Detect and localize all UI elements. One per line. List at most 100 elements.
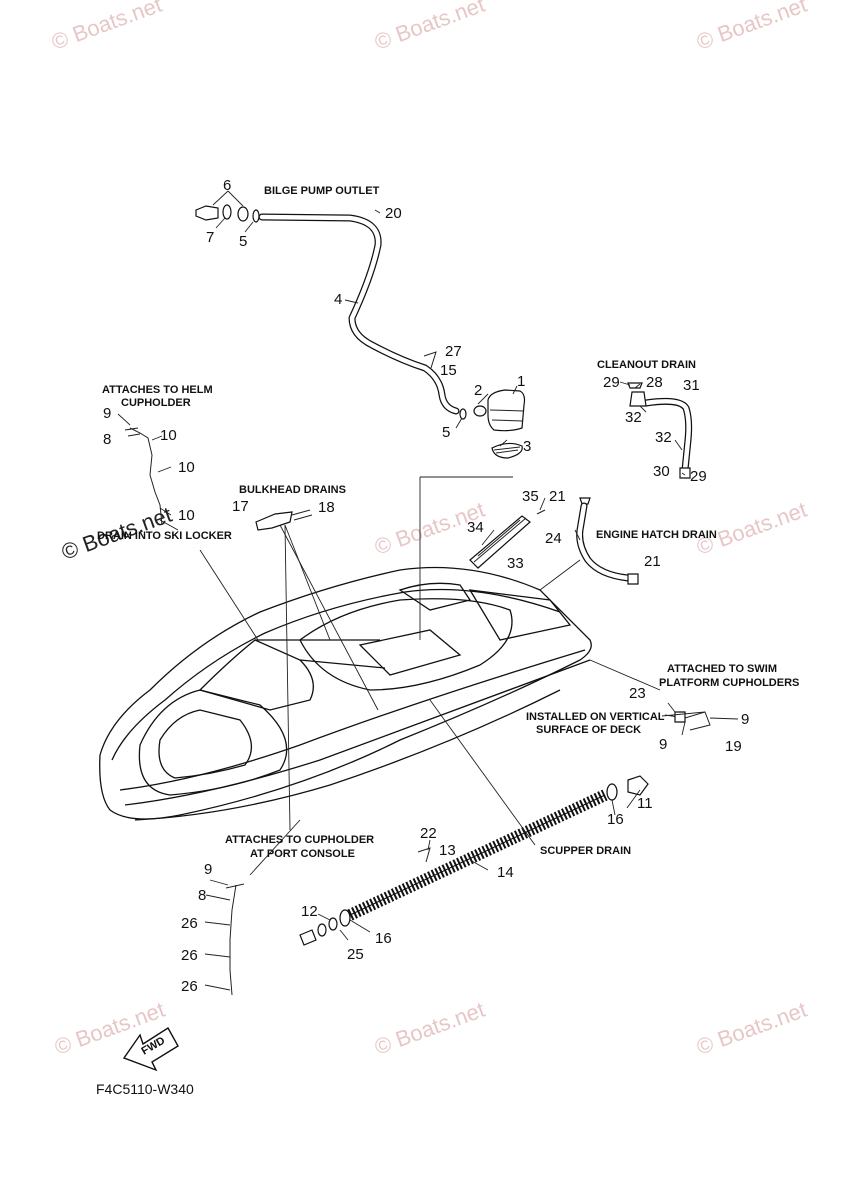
- cleanout-bottom-fitting: [679, 467, 691, 479]
- bulkhead-drain-fitting: [255, 511, 293, 531]
- callout-number: 32: [625, 409, 642, 426]
- cleanout-drain-assembly: [627, 382, 693, 479]
- pump-outlet-nozzle: [473, 405, 487, 417]
- callout-number: 9: [659, 736, 667, 753]
- callout-number: 30: [653, 463, 670, 480]
- scupper-hose-core: [349, 794, 606, 916]
- bilge-outlet-hose: [258, 213, 460, 415]
- scupper-fitting-aft: [627, 775, 649, 796]
- callout-number: 31: [683, 377, 700, 394]
- cleanout-hose-inner: [643, 399, 691, 473]
- helm-cupholder-drain: [124, 427, 163, 526]
- label-cleanout-drain: CLEANOUT DRAIN: [597, 359, 696, 371]
- pump-hose-clamp: [459, 408, 467, 420]
- callout-number: 15: [440, 362, 457, 379]
- callout-number: 16: [607, 811, 624, 828]
- bilge-pump-outlet-assembly: [195, 204, 526, 459]
- cleanout-cap: [627, 382, 643, 389]
- callout-number: 10: [160, 427, 177, 444]
- label-drain-ski-locker: DRAIN INTO SKI LOCKER: [97, 530, 232, 542]
- callout-number: 20: [385, 205, 402, 222]
- hull-keel-line: [134, 689, 561, 821]
- watermark: © Boats.net: [693, 0, 810, 55]
- outlet-gasket: [222, 204, 232, 220]
- bow-seating: [158, 709, 252, 779]
- callout-number: 26: [181, 947, 198, 964]
- scupper-clamp-fwd: [339, 909, 351, 927]
- leader-lines: [117, 190, 739, 991]
- gunwale-line: [111, 588, 561, 761]
- cupholder-fitting: [124, 427, 141, 437]
- callout-number: 5: [239, 233, 247, 250]
- callout-number: 13: [439, 842, 456, 859]
- bilge-outlet-hose-inner: [259, 214, 459, 414]
- bulkhead-drains-assembly: [255, 509, 313, 531]
- hatch-screw: [536, 509, 546, 515]
- label-port-console-2: AT PORT CONSOLE: [250, 848, 355, 860]
- callout-number: 35: [522, 488, 539, 505]
- callout-number: 1: [517, 373, 525, 390]
- label-swim-1: ATTACHED TO SWIM: [667, 663, 777, 675]
- swim-cupholder-fitting: [674, 711, 686, 723]
- text-labels: BILGE PUMP OUTLET CLEANOUT DRAIN ATTACHE…: [96, 185, 799, 1097]
- hull-chine: [124, 659, 591, 806]
- callout-number: 6: [223, 177, 231, 194]
- watermark: © Boats.net: [693, 997, 810, 1060]
- hull-outline: [99, 566, 592, 820]
- callout-number: 5: [442, 424, 450, 441]
- callout-number: 33: [507, 555, 524, 572]
- watermark: © Boats.net: [371, 0, 488, 55]
- callout-number: 10: [178, 459, 195, 476]
- hatch-fitting-top: [579, 497, 591, 505]
- callout-numbers: 6 7 5 20 4 27 15 2 1 5 3 29 28 31 32 32 …: [103, 177, 749, 995]
- callout-number: 23: [629, 685, 646, 702]
- callout-number: 28: [646, 374, 663, 391]
- label-attaches-helm-2: CUPHOLDER: [121, 397, 191, 409]
- swim-platform: [468, 589, 572, 641]
- rear-seat: [398, 582, 472, 611]
- outlet-fitting: [195, 205, 219, 221]
- fwd-arrow-shape: [122, 1027, 179, 1072]
- hatch-drain-channel: [469, 515, 531, 569]
- label-vertical-1: INSTALLED ON VERTICAL: [526, 711, 665, 723]
- hose-clamp: [252, 209, 260, 223]
- fwd-arrow: FWD: [122, 1027, 179, 1072]
- engine-hatch-drain-assembly: [469, 497, 639, 585]
- label-port-console-1: ATTACHES TO CUPHOLDER: [225, 834, 374, 846]
- callout-number: 34: [467, 519, 484, 536]
- label-attaches-helm-1: ATTACHES TO HELM: [102, 384, 213, 396]
- callout-number: 11: [637, 795, 653, 812]
- callout-number: 8: [103, 431, 111, 448]
- windshield: [198, 639, 314, 711]
- label-bulkhead-drains: BULKHEAD DRAINS: [239, 484, 346, 496]
- callout-number: 3: [523, 438, 531, 455]
- label-bilge-pump-outlet: BILGE PUMP OUTLET: [264, 185, 380, 197]
- scupper-nut: [328, 917, 338, 931]
- callout-number: 21: [644, 553, 661, 570]
- hatch-channel-detail: [473, 517, 527, 563]
- callout-number: 2: [474, 382, 482, 399]
- callout-number: 7: [206, 229, 214, 246]
- scupper-tie: [417, 847, 431, 863]
- callout-number: 21: [549, 488, 566, 505]
- bow-cockpit: [138, 689, 288, 796]
- callout-number: 14: [497, 864, 514, 881]
- callout-number: 26: [181, 915, 198, 932]
- strainer-mesh: [493, 446, 521, 454]
- callout-number: 10: [178, 507, 195, 524]
- pump-strainer: [491, 442, 523, 459]
- cable-tie: [423, 351, 437, 369]
- bulkhead-drain-clip: [291, 509, 313, 521]
- watermark: © Boats.net: [48, 0, 165, 55]
- callout-number: 29: [690, 468, 707, 485]
- callout-number: 18: [318, 499, 335, 516]
- port-console-drain: [225, 883, 245, 996]
- callout-number: 19: [725, 738, 742, 755]
- callout-number: 22: [420, 825, 437, 842]
- callout-number: 9: [741, 711, 749, 728]
- watermark: © Boats.net: [371, 997, 488, 1060]
- callout-number: 12: [301, 903, 318, 920]
- scupper-drain-assembly: [299, 775, 649, 946]
- scupper-fitting-fwd: [299, 929, 317, 946]
